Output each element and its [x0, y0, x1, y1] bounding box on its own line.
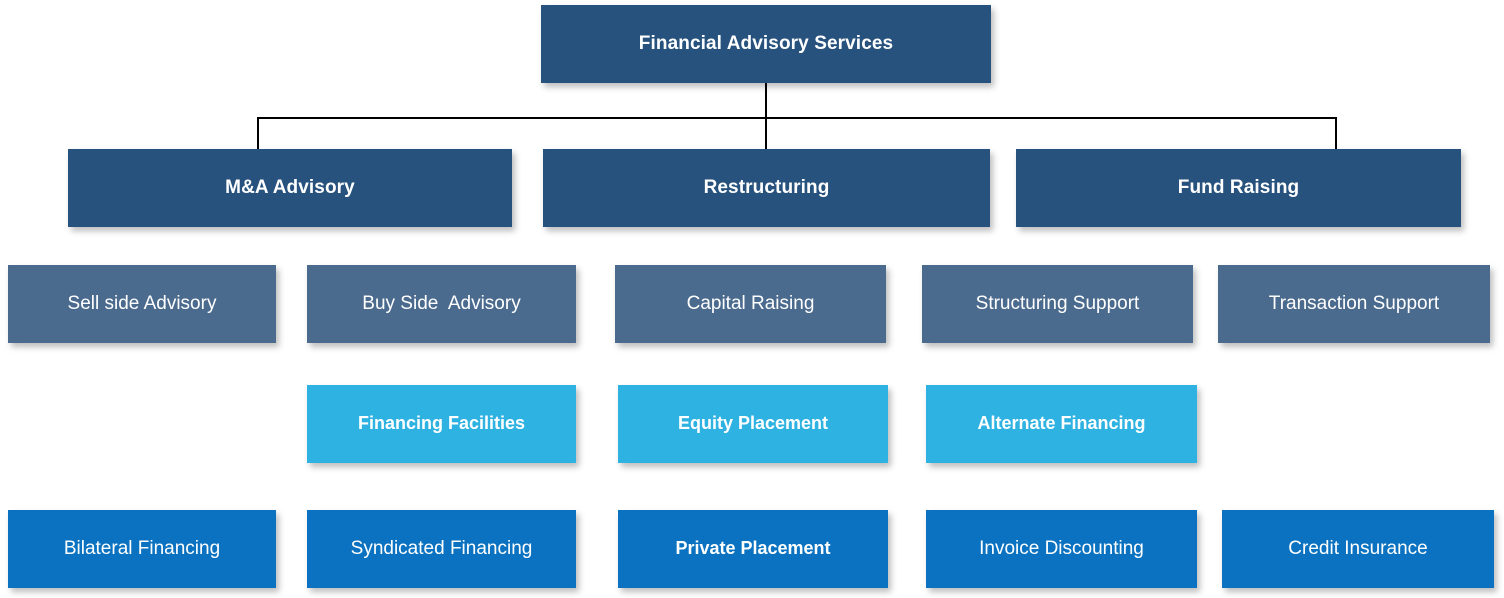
node-sell-side-advisory[interactable]: Sell side Advisory	[8, 265, 276, 343]
node-label: Restructuring	[703, 176, 830, 198]
node-private-placement[interactable]: Private Placement	[618, 510, 888, 588]
node-alternate-financing[interactable]: Alternate Financing	[926, 385, 1197, 463]
node-label: Private Placement	[675, 538, 831, 559]
node-label: Invoice Discounting	[979, 537, 1144, 559]
node-transaction-support[interactable]: Transaction Support	[1218, 265, 1490, 343]
node-label: Bilateral Financing	[63, 537, 221, 559]
connector-drop-left	[257, 117, 259, 149]
node-credit-insurance[interactable]: Credit Insurance	[1222, 510, 1494, 588]
node-ma-advisory[interactable]: M&A Advisory	[68, 149, 512, 227]
node-label: Structuring Support	[975, 292, 1140, 314]
node-label: M&A Advisory	[225, 176, 355, 198]
node-label: Fund Raising	[1177, 176, 1300, 198]
node-equity-placement[interactable]: Equity Placement	[618, 385, 888, 463]
node-buy-side-advisory[interactable]: Buy Side Advisory	[307, 265, 576, 343]
node-label: Financing Facilities	[357, 413, 526, 434]
connector-horizontal-bus	[257, 117, 1337, 119]
node-bilateral-financing[interactable]: Bilateral Financing	[8, 510, 276, 588]
node-syndicated-financing[interactable]: Syndicated Financing	[307, 510, 576, 588]
node-label: Sell side Advisory	[67, 292, 217, 314]
connector-drop-middle	[765, 117, 767, 149]
node-structuring-support[interactable]: Structuring Support	[922, 265, 1193, 343]
connector-root-stem	[765, 83, 767, 119]
node-label: Transaction Support	[1268, 292, 1440, 314]
node-label: Alternate Financing	[977, 413, 1146, 434]
node-label: Capital Raising	[686, 292, 815, 314]
node-capital-raising[interactable]: Capital Raising	[615, 265, 886, 343]
node-invoice-discounting[interactable]: Invoice Discounting	[926, 510, 1197, 588]
node-label: Buy Side Advisory	[362, 292, 521, 314]
node-restructuring[interactable]: Restructuring	[543, 149, 990, 227]
node-financial-advisory-services[interactable]: Financial Advisory Services	[541, 5, 991, 83]
node-financing-facilities[interactable]: Financing Facilities	[307, 385, 576, 463]
node-label: Equity Placement	[677, 413, 829, 434]
node-label: Financial Advisory Services	[638, 32, 894, 54]
node-label: Syndicated Financing	[350, 537, 533, 559]
node-label: Credit Insurance	[1288, 537, 1428, 559]
node-fund-raising[interactable]: Fund Raising	[1016, 149, 1461, 227]
connector-drop-right	[1335, 117, 1337, 149]
